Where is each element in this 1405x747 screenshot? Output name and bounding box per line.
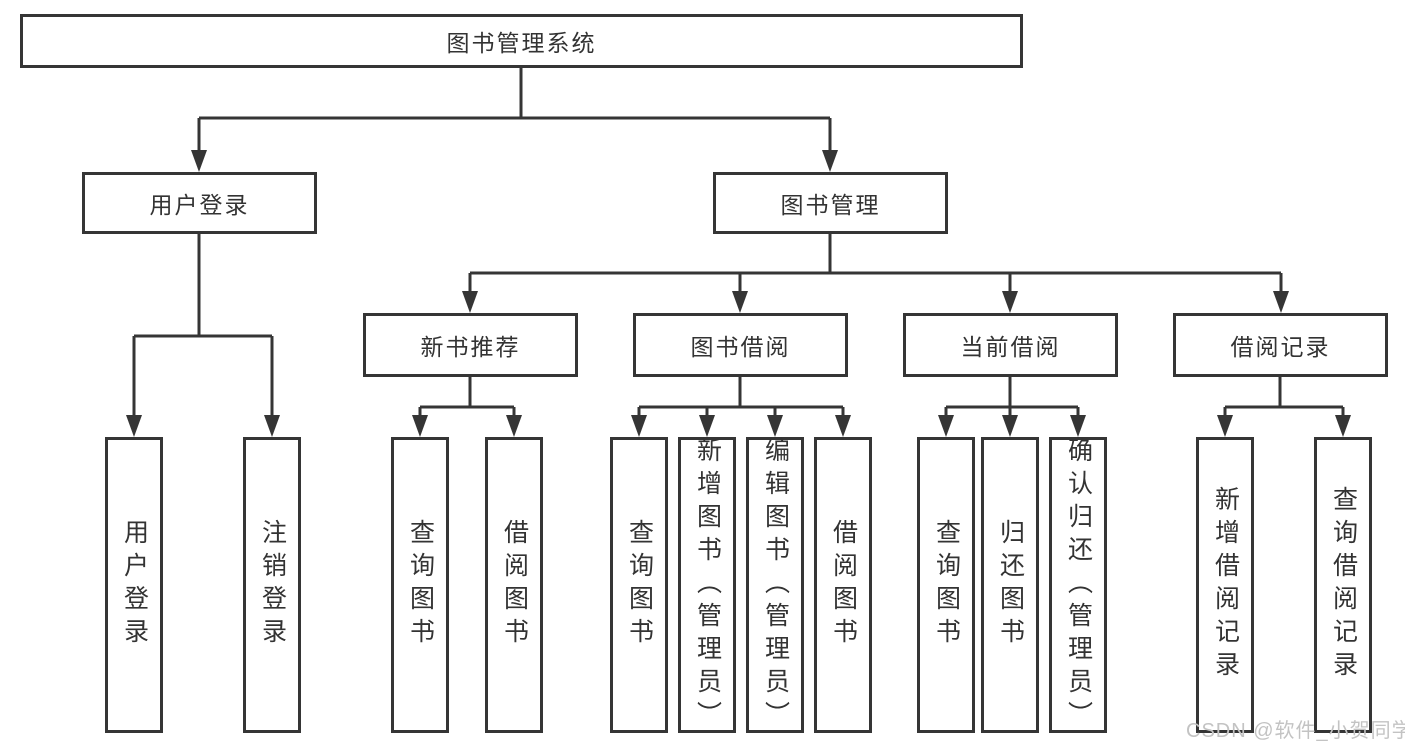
leaf-return-book: 归还图书 <box>981 437 1039 733</box>
node-book-borrow: 图书借阅 <box>633 313 848 377</box>
node-book-management: 图书管理 <box>713 172 948 234</box>
leaf-edit-book-admin-label: 编辑图书（管理员） <box>761 436 790 734</box>
leaf-borrow-book-label: 借阅图书 <box>829 519 858 651</box>
leaf-query-book-recommend: 查询图书 <box>391 437 449 733</box>
leaf-user-login: 用户登录 <box>105 437 163 733</box>
node-new-book-recommend: 新书推荐 <box>363 313 578 377</box>
leaf-query-book-recommend-label: 查询图书 <box>406 519 435 651</box>
leaf-borrow-book-recommend: 借阅图书 <box>485 437 543 733</box>
node-current-borrow: 当前借阅 <box>903 313 1118 377</box>
branch-root <box>197 68 832 155</box>
node-book-management-label: 图书管理 <box>780 192 881 218</box>
branch-book-borrow <box>637 377 845 420</box>
leaf-query-book-borrow-label: 查询图书 <box>625 519 654 651</box>
leaf-add-borrow-record-label: 新增借阅记录 <box>1211 486 1240 684</box>
leaf-return-book-label: 归还图书 <box>996 519 1025 651</box>
node-borrow-records-label: 借阅记录 <box>1230 334 1331 360</box>
node-user-login: 用户登录 <box>82 172 317 234</box>
leaf-query-book-current-label: 查询图书 <box>932 519 961 651</box>
leaf-add-borrow-record: 新增借阅记录 <box>1196 437 1254 733</box>
leaf-logout-label: 注销登录 <box>258 519 287 651</box>
branch-book-management <box>468 234 1283 296</box>
leaf-query-book-current: 查询图书 <box>917 437 975 733</box>
leaf-confirm-return-admin: 确认归还（管理员） <box>1049 436 1107 734</box>
leaf-add-book-admin: 新增图书（管理员） <box>678 436 736 734</box>
leaf-borrow-book: 借阅图书 <box>814 437 872 733</box>
node-root: 图书管理系统 <box>20 14 1023 68</box>
leaf-edit-book-admin: 编辑图书（管理员） <box>746 436 804 734</box>
branch-user-login <box>132 234 274 420</box>
leaf-add-book-admin-label: 新增图书（管理员） <box>693 436 722 734</box>
leaf-query-book-borrow: 查询图书 <box>610 437 668 733</box>
node-new-book-recommend-label: 新书推荐 <box>420 334 521 360</box>
leaf-query-borrow-record-label: 查询借阅记录 <box>1329 486 1358 684</box>
branch-borrow-records <box>1223 377 1345 420</box>
node-borrow-records: 借阅记录 <box>1173 313 1388 377</box>
node-book-borrow-label: 图书借阅 <box>690 334 791 360</box>
branch-current-borrow <box>944 377 1080 420</box>
leaf-query-borrow-record: 查询借阅记录 <box>1314 437 1372 733</box>
leaf-logout: 注销登录 <box>243 437 301 733</box>
leaf-confirm-return-admin-label: 确认归还（管理员） <box>1064 436 1093 734</box>
branch-new-book-recommend <box>418 377 516 420</box>
leaf-user-login-label: 用户登录 <box>120 519 149 651</box>
node-user-login-label: 用户登录 <box>149 192 250 218</box>
node-root-label: 图书管理系统 <box>446 30 597 56</box>
leaf-borrow-book-recommend-label: 借阅图书 <box>500 519 529 651</box>
watermark: CSDN @软件_小贺同学 <box>1186 720 1405 742</box>
node-current-borrow-label: 当前借阅 <box>960 334 1061 360</box>
